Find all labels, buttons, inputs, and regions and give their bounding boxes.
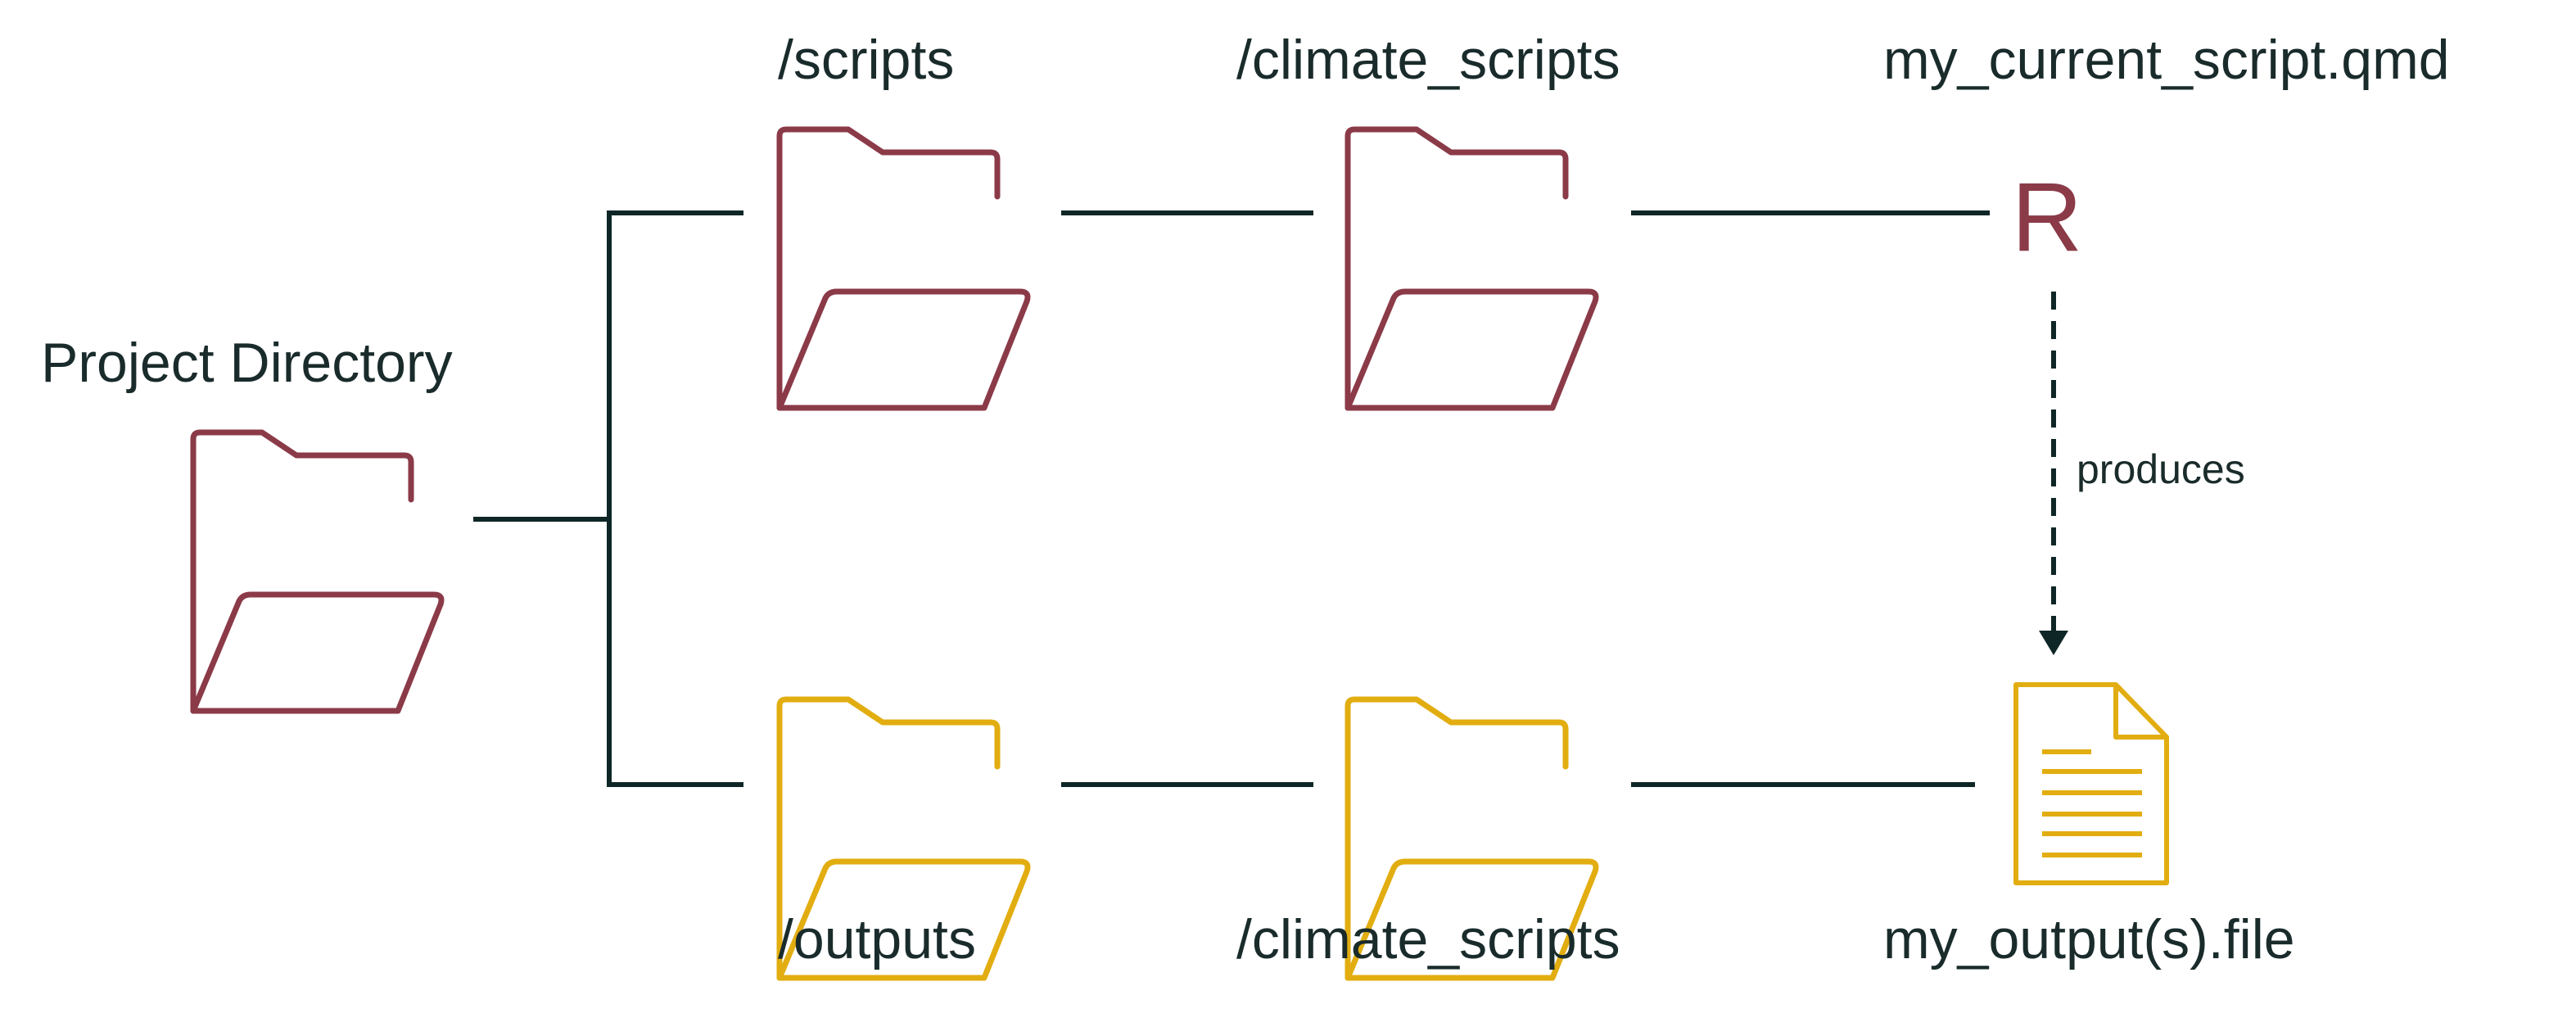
r-language-icon: R: [2012, 162, 2083, 272]
scripts-sub-label: /climate_scripts: [1236, 29, 1620, 91]
connector-lines: [473, 210, 1990, 787]
scripts-label: /scripts: [778, 29, 954, 91]
scripts-sub-folder-icon: [1348, 129, 1596, 408]
script-file-label: my_current_script.qmd: [1883, 29, 2450, 91]
document-icon: [2013, 682, 2169, 885]
produces-label: produces: [2077, 446, 2245, 492]
scripts-folder-icon: [780, 129, 1028, 408]
outputs-label: /outputs: [778, 908, 976, 970]
output-file-label: my_output(s).file: [1883, 908, 2295, 970]
root-label: Project Directory: [41, 332, 453, 394]
root-folder-icon: [193, 432, 441, 711]
produces-arrowhead: [2039, 631, 2068, 655]
outputs-sub-label: /climate_scripts: [1236, 908, 1620, 970]
